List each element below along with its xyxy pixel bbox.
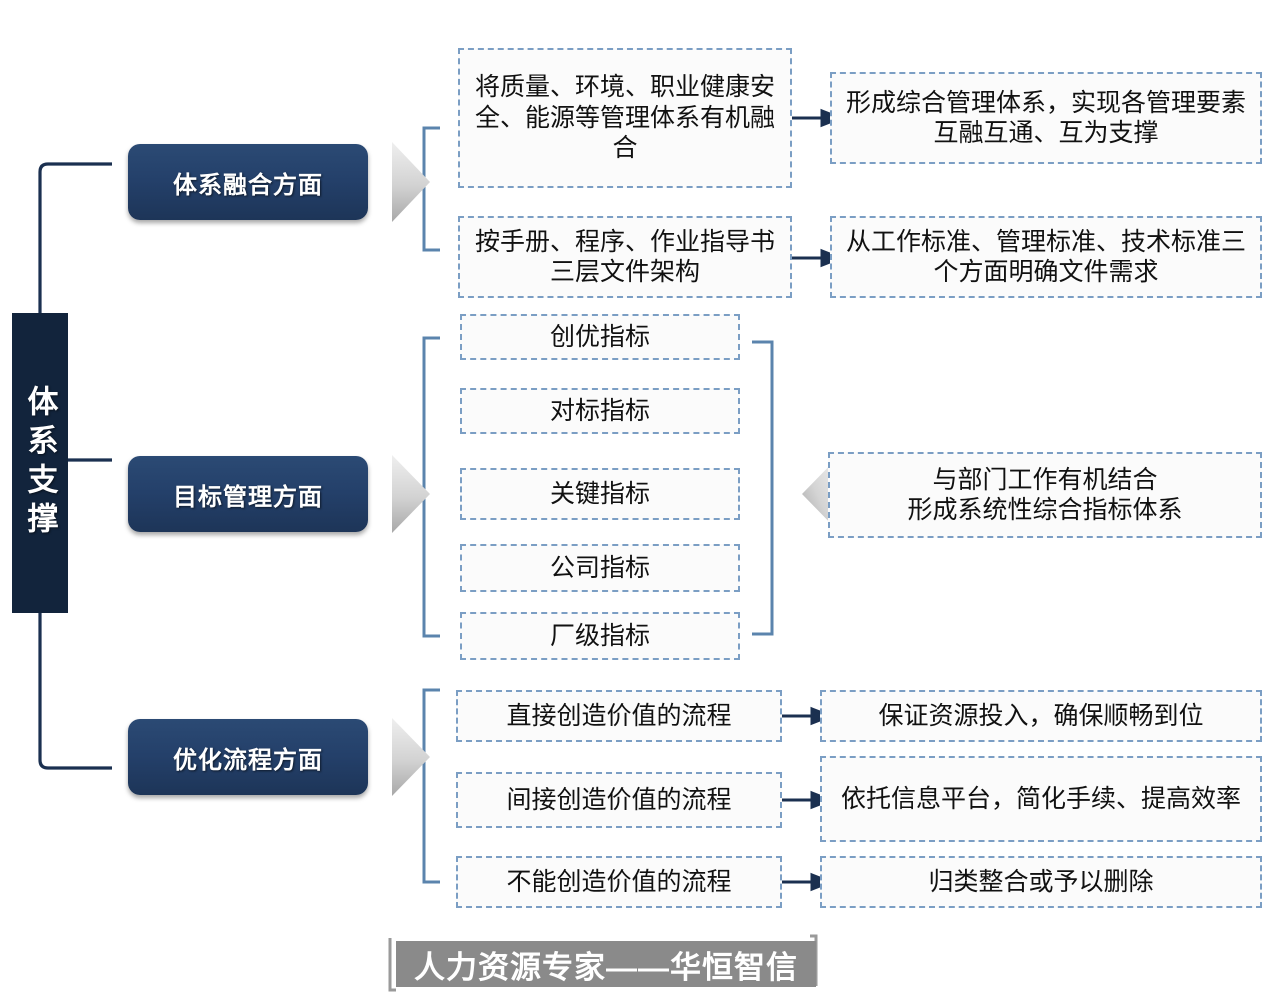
process-result-box-1[interactable]: 保证资源投入，确保顺畅到位 — [820, 690, 1262, 742]
objective-item-1[interactable]: 对标指标 — [460, 388, 740, 434]
objective-item-label-4: 厂级指标 — [549, 621, 650, 650]
category-pill-process[interactable]: 优化流程方面 — [128, 719, 368, 795]
category-pill-integration[interactable]: 体系融合方面 — [128, 144, 368, 220]
objective-result-line-1: 与部门工作有机结合 — [932, 465, 1158, 494]
objective-item-label-2: 关键指标 — [549, 479, 650, 508]
watermark-text: 人力资源专家——华恒智信 — [414, 949, 798, 985]
objective-item-2[interactable]: 关键指标 — [460, 468, 740, 520]
objective-item-3[interactable]: 公司指标 — [460, 544, 740, 592]
integration-source-box-1[interactable]: 将质量、环境、职业健康安全、能源等管理体系有机融合 — [458, 48, 792, 188]
integration-source-text-2: 按手册、程序、作业指导书三层文件架构 — [474, 227, 775, 287]
process-result-box-3[interactable]: 归类整合或予以删除 — [820, 856, 1262, 908]
process-source-box-2[interactable]: 间接创造价值的流程 — [456, 772, 782, 828]
process-source-box-3[interactable]: 不能创造价值的流程 — [456, 856, 782, 908]
category-label-integration: 体系融合方面 — [173, 171, 323, 199]
objective-item-label-0: 创优指标 — [549, 322, 650, 351]
process-result-text-1: 保证资源投入，确保顺畅到位 — [878, 701, 1204, 730]
integration-result-box-2[interactable]: 从工作标准、管理标准、技术标准三个方面明确文件需求 — [830, 216, 1262, 298]
integration-source-text-1: 将质量、环境、职业健康安全、能源等管理体系有机融合 — [474, 73, 775, 163]
objective-item-0[interactable]: 创优指标 — [460, 314, 740, 360]
integration-result-text-2: 从工作标准、管理标准、技术标准三个方面明确文件需求 — [845, 227, 1246, 287]
bracket-objective-left — [422, 336, 440, 638]
spine-branch-integration — [38, 162, 112, 313]
process-source-text-1: 直接创造价值的流程 — [506, 701, 732, 730]
objective-result-line-2: 形成系统性综合指标体系 — [907, 496, 1183, 524]
chevron-right-process — [392, 718, 430, 796]
bracket-objective-right — [752, 340, 774, 636]
process-result-text-3: 归类整合或予以删除 — [928, 867, 1154, 896]
spine-branch-process — [38, 613, 112, 770]
bracket-process — [422, 688, 440, 884]
process-source-text-3: 不能创造价值的流程 — [506, 867, 732, 896]
spine-label: 体系支撑 — [22, 385, 58, 541]
bracket-integration — [422, 126, 440, 252]
integration-result-box-1[interactable]: 形成综合管理体系，实现各管理要素互融互通、互为支撑 — [830, 72, 1262, 164]
watermark-bar: 人力资源专家——华恒智信 — [396, 941, 816, 987]
category-label-objective: 目标管理方面 — [173, 483, 323, 511]
process-source-text-2: 间接创造价值的流程 — [506, 785, 732, 814]
spine-bar: 体系支撑 — [12, 313, 68, 613]
process-result-text-2: 依托信息平台，简化手续、提高效率 — [840, 784, 1241, 813]
chevron-right-objective — [392, 455, 430, 533]
objective-item-label-3: 公司指标 — [549, 553, 650, 582]
objective-item-4[interactable]: 厂级指标 — [460, 612, 740, 660]
integration-result-text-1: 形成综合管理体系，实现各管理要素互融互通、互为支撑 — [845, 88, 1246, 148]
integration-source-box-2[interactable]: 按手册、程序、作业指导书三层文件架构 — [458, 216, 792, 298]
objective-result-box[interactable]: 与部门工作有机结合 形成系统性综合指标体系 — [828, 452, 1262, 538]
chevron-right-integration — [392, 142, 430, 222]
category-pill-objective[interactable]: 目标管理方面 — [128, 456, 368, 532]
process-source-box-1[interactable]: 直接创造价值的流程 — [456, 690, 782, 742]
process-result-box-2[interactable]: 依托信息平台，简化手续、提高效率 — [820, 756, 1262, 842]
objective-item-label-1: 对标指标 — [549, 396, 650, 425]
category-label-process: 优化流程方面 — [173, 746, 323, 774]
